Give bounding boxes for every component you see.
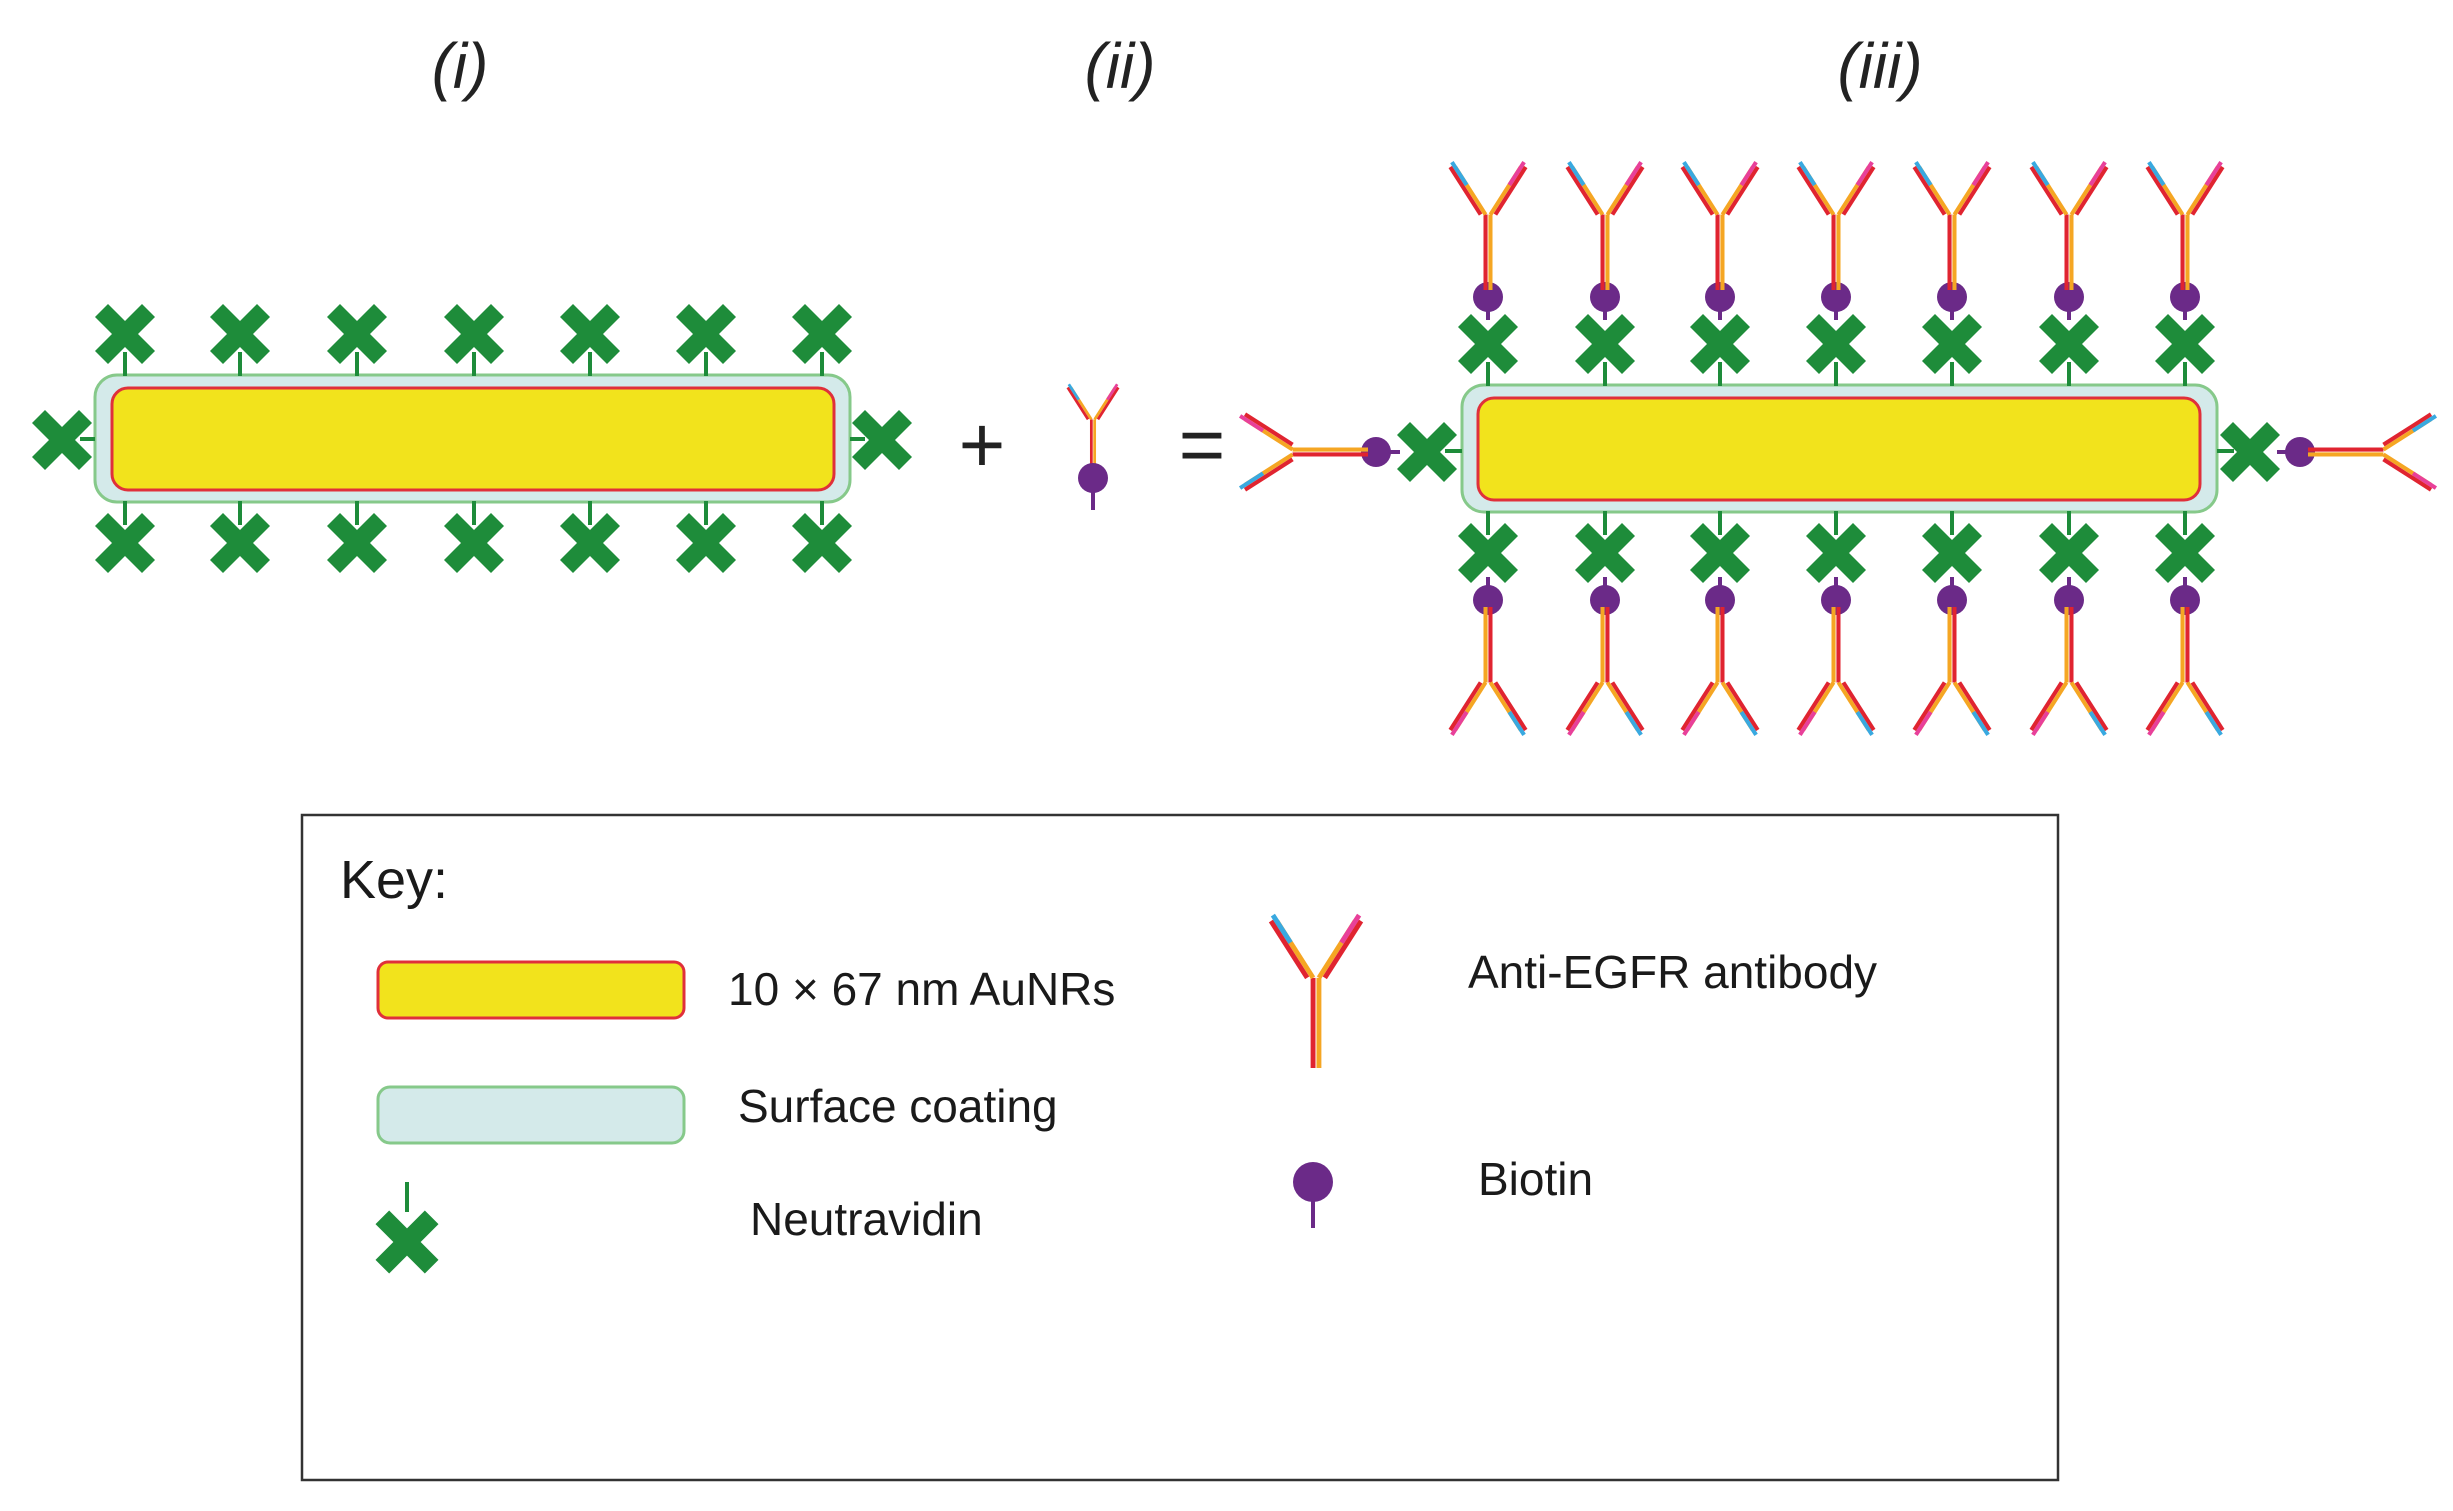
biotin-dot-ii: [1078, 463, 1108, 493]
conjugate-group-iii: [1240, 162, 2436, 735]
biotin-dot: [1473, 282, 1503, 312]
antibody-icon: [1798, 607, 1873, 735]
biotin-dot: [2285, 437, 2315, 467]
gold-nanorod-iii: [1476, 396, 2202, 502]
equals-sign: =: [1179, 400, 1226, 489]
key-biotin-label: Biotin: [1478, 1153, 1593, 1205]
key-title: Key:: [340, 850, 448, 910]
plus-sign: +: [959, 400, 1006, 489]
antibody-icon: [1914, 607, 1989, 735]
panel-label-ii: (ii): [1084, 30, 1155, 102]
key-antibody-label: Anti-EGFR antibody: [1468, 946, 1877, 998]
key-aunr-swatch: [376, 960, 686, 1020]
antibody-icon: [2308, 414, 2436, 489]
antibody-icon: [1450, 162, 1525, 290]
key-coating-label: Surface coating: [738, 1080, 1058, 1132]
biotin-dot: [1705, 282, 1735, 312]
antibody-icon: [1567, 607, 1642, 735]
panel-label-iii: (iii): [1837, 30, 1922, 102]
biotin-dot: [1937, 585, 1967, 615]
key-legend: Key: 10 × 67 nm AuNRs Surface coating Ne…: [300, 813, 2060, 1482]
antibody-icon: [1682, 607, 1757, 735]
biotin-dot: [1821, 282, 1851, 312]
key-neutravidin-label: Neutravidin: [750, 1193, 983, 1245]
antibody-icon: [1798, 162, 1873, 290]
biotin-dot: [1590, 585, 1620, 615]
antibody-icon: [2031, 607, 2106, 735]
biotin-dot: [1821, 585, 1851, 615]
panel-i-functionalized-nanorod: [32, 304, 912, 573]
biotin-dot: [1590, 282, 1620, 312]
antibody-icon: [2147, 162, 2222, 290]
biotin-dot: [1937, 282, 1967, 312]
antibody-icon: [1914, 162, 1989, 290]
biotin-dot: [2054, 282, 2084, 312]
key-coating-swatch: [376, 1085, 686, 1145]
panel-ii-biotinylated-antibody: [1066, 382, 1120, 510]
biotin-dot: [1705, 585, 1735, 615]
gold-nanorod: [110, 386, 836, 492]
biotin-dot: [1361, 437, 1391, 467]
biotin-dot: [2170, 282, 2200, 312]
antibody-icon: [1450, 607, 1525, 735]
biotin-dot: [2170, 585, 2200, 615]
biotin-dot: [1473, 585, 1503, 615]
antibody-icon: [2147, 607, 2222, 735]
antibody-icon: [1567, 162, 1642, 290]
key-frame: [300, 813, 2060, 1482]
antibody-icon: [1240, 414, 1368, 489]
antibody-icon: [2031, 162, 2106, 290]
neutravidin-group-i: [32, 304, 912, 573]
panel-iii-conjugated-nanorod: [1240, 162, 2436, 735]
key-aunr-label: 10 × 67 nm AuNRs: [728, 963, 1115, 1015]
biotin-dot: [2054, 585, 2084, 615]
key-biotin-symbol: [1293, 1162, 1333, 1202]
panel-label-i: (i): [432, 30, 489, 102]
antibody-icon: [1682, 162, 1757, 290]
